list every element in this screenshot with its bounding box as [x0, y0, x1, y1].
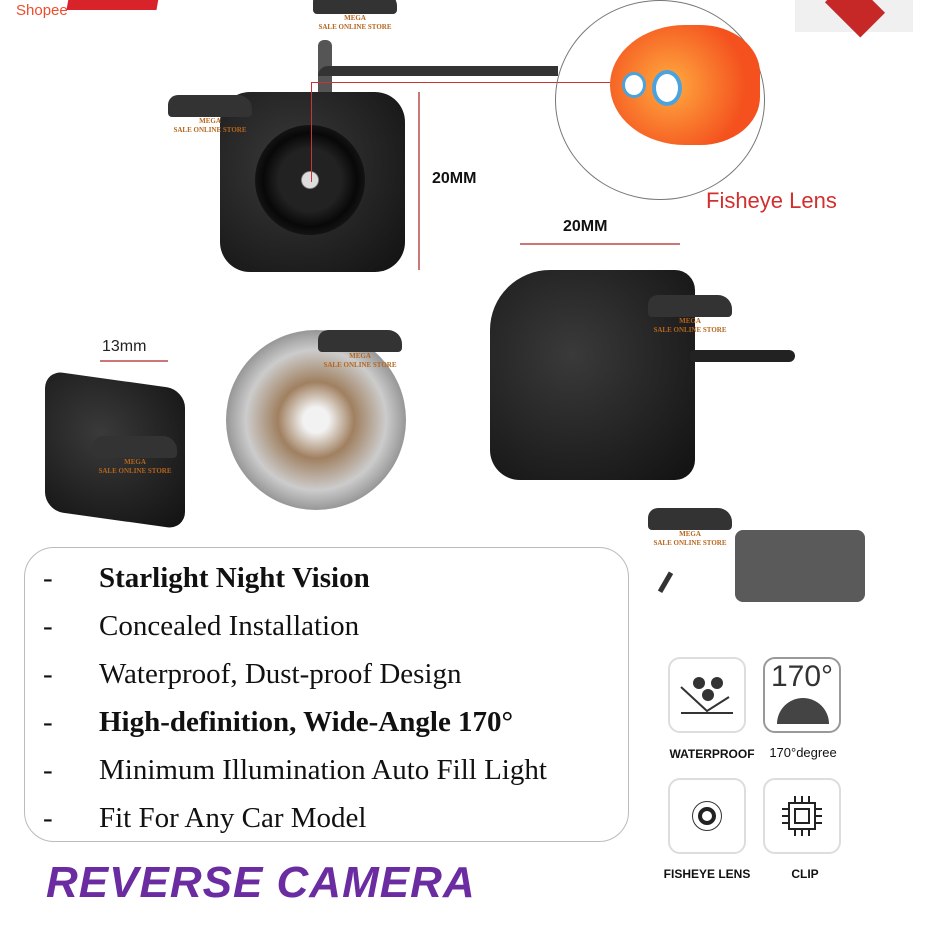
camera-cable: [318, 66, 558, 78]
mounting-bracket: [735, 530, 865, 602]
width-dimension: 20MM: [563, 218, 608, 235]
fish-eye: [652, 70, 682, 106]
promo-badge-corner: [795, 0, 913, 38]
fisheye-lens-icon: [668, 778, 746, 854]
fisheye-label: Fisheye Lens: [706, 188, 837, 213]
dimension-line: [520, 243, 680, 245]
screws: [657, 571, 687, 601]
dimension-line: [418, 92, 420, 270]
feature-item: -Concealed Installation: [43, 610, 360, 642]
fisheye-circle: [555, 0, 765, 200]
height-dimension: 20MM: [432, 170, 477, 187]
shopee-logo: Shopee: [16, 2, 68, 19]
promo-badge: [66, 0, 164, 10]
pointer-line: [311, 82, 312, 182]
camera-cable: [690, 350, 795, 362]
camera-lens: [255, 125, 365, 235]
dimension-line: [100, 360, 168, 362]
feature-item: -Starlight Night Vision: [43, 562, 370, 594]
fisheye-lens-label: FISHEYE LENS: [663, 867, 751, 881]
small-dimension: 13mm: [102, 338, 147, 355]
waterproof-icon: [668, 657, 746, 733]
feature-item: -Waterproof, Dust-proof Design: [43, 658, 462, 690]
fish-eye: [622, 72, 646, 98]
feature-item: -Minimum Illumination Auto Fill Light: [43, 754, 547, 786]
feature-item: -Fit For Any Car Model: [43, 802, 367, 834]
feature-item: -High-definition, Wide-Angle 170°: [43, 706, 514, 738]
pointer-line: [311, 82, 621, 83]
waterproof-label: WATERPROOF: [669, 747, 755, 761]
chip-icon: [763, 778, 841, 854]
angle-170-icon: 170°: [763, 657, 841, 733]
feature-list: -Starlight Night Vision -Concealed Insta…: [24, 547, 629, 842]
angle-label: 170°degree: [769, 745, 837, 760]
product-title: REVERSE CAMERA: [46, 858, 476, 907]
clip-label: CLIP: [791, 867, 819, 881]
fisheye-sample-image: [226, 330, 406, 510]
